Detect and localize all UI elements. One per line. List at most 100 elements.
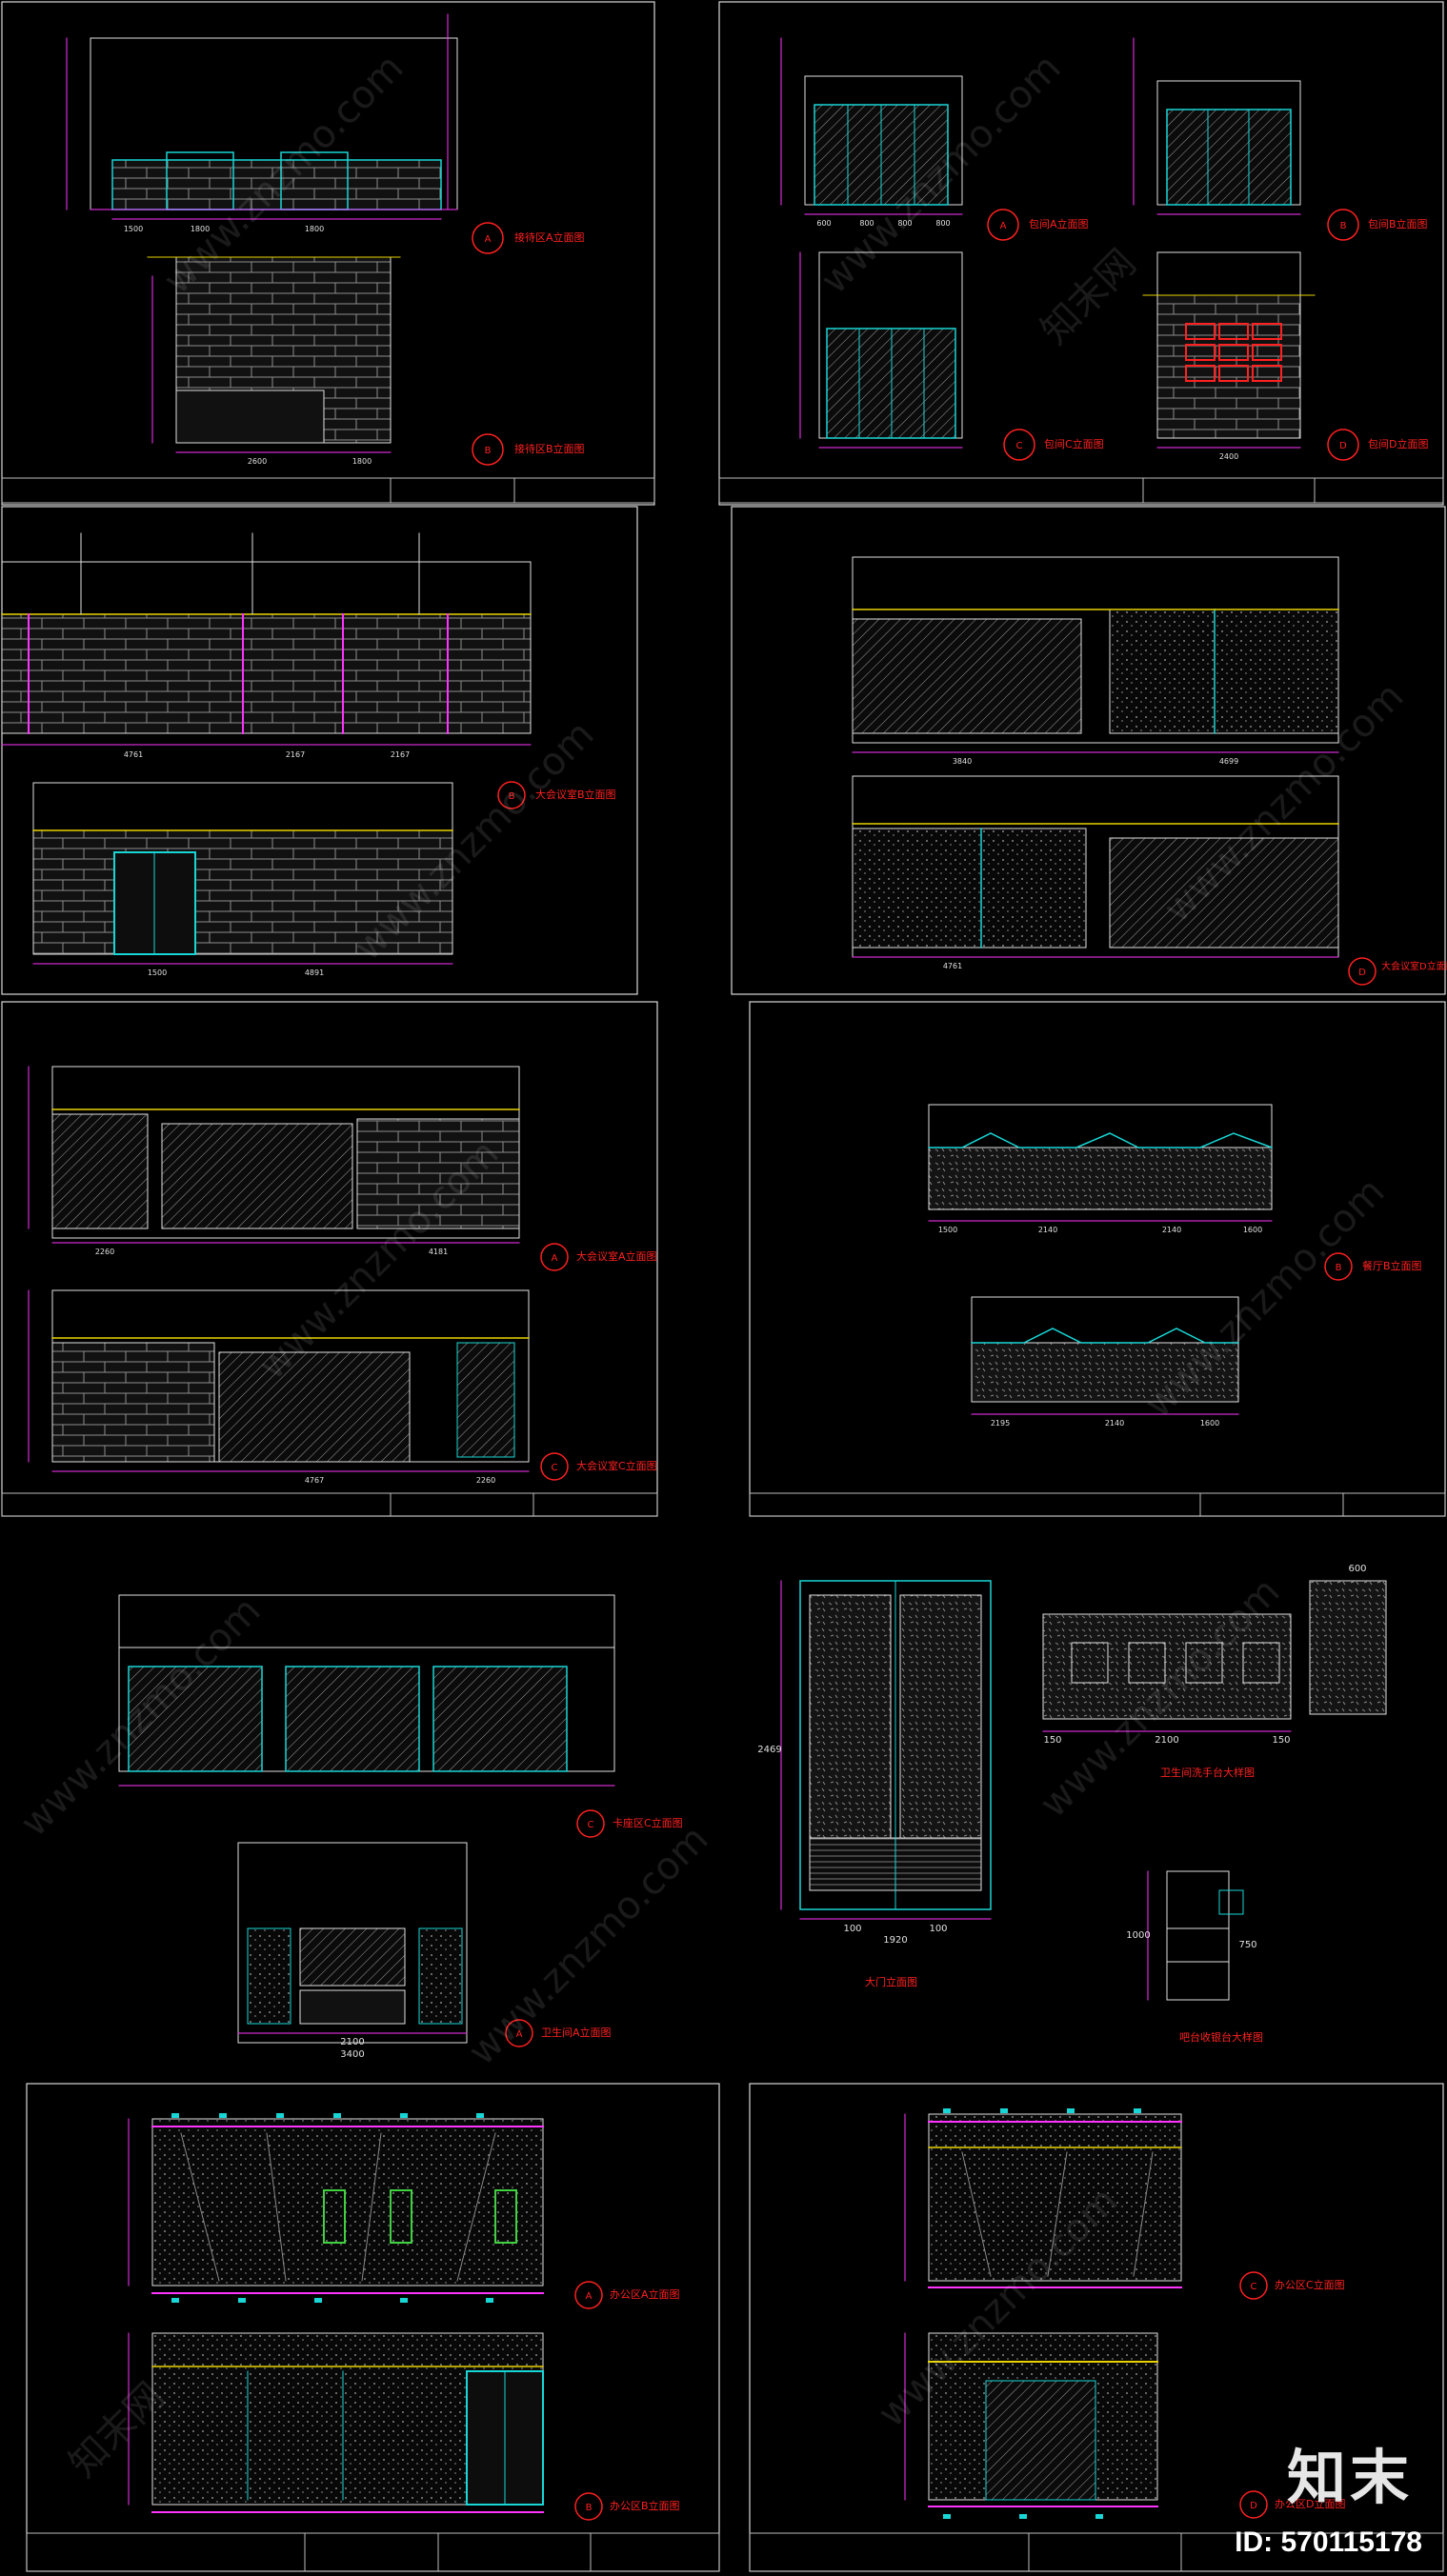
dim-label: 2400 bbox=[1219, 452, 1238, 461]
section-tag: A bbox=[485, 234, 492, 245]
drawing-title: 接待区A立面图 bbox=[514, 230, 585, 244]
dim-label: 2195 bbox=[991, 1419, 1010, 1428]
dim-label: 2600 bbox=[248, 457, 267, 466]
section-tag: B bbox=[1336, 1263, 1342, 1273]
dim-label: 800 bbox=[935, 219, 950, 228]
dim-label: 100 bbox=[843, 1924, 861, 1934]
section-tag: A bbox=[516, 2029, 523, 2040]
dim-label: 2140 bbox=[1038, 1226, 1057, 1234]
section-tag: C bbox=[552, 1463, 558, 1473]
dim-label: 1800 bbox=[191, 225, 210, 233]
dim-label: 2100 bbox=[340, 2037, 364, 2047]
drawing-title: 大门立面图 bbox=[865, 1975, 917, 1988]
drawing-title: 包间A立面图 bbox=[1029, 217, 1089, 230]
section-tag: C bbox=[588, 1820, 594, 1830]
elevation-office-d bbox=[904, 2332, 1158, 2507]
brand-logo: 知末 bbox=[1286, 2443, 1413, 2512]
dim-label: 2140 bbox=[1105, 1419, 1124, 1428]
dim-label: 4699 bbox=[1219, 757, 1238, 766]
elevation-booth-c bbox=[118, 1594, 615, 1787]
drawing-title: 接待区B立面图 bbox=[514, 442, 585, 455]
section-tag-circle bbox=[1348, 957, 1377, 986]
elevation-meeting-room-d-upper bbox=[852, 556, 1339, 753]
drawing-title: 包间C立面图 bbox=[1044, 437, 1104, 450]
drawing-title: 办公区B立面图 bbox=[610, 2499, 680, 2512]
elevation-meeting-room-a bbox=[28, 1066, 520, 1244]
section-tag-circle bbox=[540, 1243, 569, 1271]
dim-label: 4891 bbox=[305, 968, 324, 977]
section-tag: A bbox=[1000, 221, 1007, 231]
section-tag: D bbox=[1339, 441, 1347, 451]
dim-label: 1800 bbox=[352, 457, 372, 466]
drawing-title: 卫生间A立面图 bbox=[541, 2026, 612, 2039]
elevation-restaurant-b-upper bbox=[928, 1104, 1273, 1222]
drawing-title: 办公区D立面图 bbox=[1275, 2497, 1345, 2510]
section-tag: B bbox=[509, 791, 515, 802]
section-tag-circle bbox=[574, 2492, 603, 2521]
elevation-meeting-room-wall bbox=[1, 532, 532, 746]
section-tag: B bbox=[485, 446, 492, 456]
drawing-title: 大会议室B立面图 bbox=[535, 788, 616, 801]
dim-label: 1000 bbox=[1126, 1930, 1150, 1941]
dim-label: 1600 bbox=[1243, 1226, 1262, 1234]
drawing-title: 大会议室D立面图 bbox=[1381, 960, 1447, 972]
elevation-private-room-a bbox=[780, 37, 963, 215]
section-tag: B bbox=[586, 2503, 593, 2513]
dim-label: 100 bbox=[929, 1924, 947, 1934]
dim-label: 4761 bbox=[124, 750, 143, 759]
section-tag-circle bbox=[505, 2019, 533, 2047]
section-tag-circle bbox=[1239, 2490, 1268, 2519]
dim-label: 4181 bbox=[429, 1248, 448, 1256]
section-tag-circle bbox=[574, 2281, 603, 2309]
elevation-reception-b bbox=[147, 256, 401, 453]
dimension-labels: 1500 1800 1800 2600 1800 600 800 800 800… bbox=[95, 219, 1367, 2060]
dim-label: 1920 bbox=[883, 1935, 907, 1946]
section-tag-circle bbox=[540, 1452, 569, 1481]
section-tag-circle bbox=[1239, 2271, 1268, 2300]
drawing-title: 吧台收银台大样图 bbox=[1179, 2030, 1263, 2044]
section-tag-circle bbox=[1327, 209, 1359, 241]
dim-label: 1800 bbox=[305, 225, 324, 233]
dim-label: 2140 bbox=[1162, 1226, 1181, 1234]
section-tag-circle bbox=[576, 1809, 605, 1838]
elevation-private-room-b bbox=[1133, 37, 1301, 215]
section-tag-circle bbox=[472, 222, 504, 254]
detail-bar-counter bbox=[1147, 1870, 1244, 2001]
dim-label: 2260 bbox=[476, 1476, 495, 1485]
drawing-title: 包间D立面图 bbox=[1368, 437, 1428, 450]
dim-label: 3400 bbox=[340, 2049, 364, 2060]
elevation-meeting-room-b bbox=[32, 782, 453, 965]
section-tag: C bbox=[1251, 2282, 1257, 2292]
elevation-private-room-c bbox=[799, 251, 963, 449]
elevation-office-b bbox=[128, 2332, 544, 2513]
dim-label: 1600 bbox=[1200, 1419, 1219, 1428]
drawing-title: 大会议室A立面图 bbox=[576, 1249, 657, 1263]
section-tag: A bbox=[586, 2291, 593, 2302]
section-tag-circle bbox=[1003, 429, 1035, 461]
dim-label: 600 bbox=[1348, 1564, 1366, 1574]
dim-label: 2167 bbox=[391, 750, 410, 759]
dim-label: 2260 bbox=[95, 1248, 114, 1256]
section-tag: C bbox=[1016, 441, 1023, 451]
section-tag: D bbox=[1358, 968, 1366, 978]
dim-label: 1500 bbox=[148, 968, 167, 977]
dim-label: 2167 bbox=[286, 750, 305, 759]
drawing-title: 卫生间洗手台大样图 bbox=[1160, 1766, 1255, 1779]
section-tag: A bbox=[552, 1253, 558, 1264]
image-id-label: ID: 570115178 bbox=[1235, 2526, 1422, 2558]
elevation-private-room-d bbox=[1142, 251, 1316, 449]
elevation-main-gate bbox=[780, 1580, 992, 1920]
dim-label: 4767 bbox=[305, 1476, 324, 1485]
elevation-reception-a bbox=[66, 13, 458, 220]
elevation-office-c bbox=[904, 2113, 1182, 2288]
dim-label: 800 bbox=[897, 219, 912, 228]
drawing-title: 大会议室C立面图 bbox=[576, 1459, 657, 1472]
section-tag-circle bbox=[987, 209, 1019, 241]
detail-toilet-vanity bbox=[1042, 1580, 1387, 1732]
drawing-title: 包间B立面图 bbox=[1368, 217, 1428, 230]
section-tag: D bbox=[1250, 2501, 1257, 2511]
dim-label: 3840 bbox=[953, 757, 972, 766]
elevation-office-a bbox=[128, 2118, 544, 2294]
drawing-title: 卡座区C立面图 bbox=[613, 1816, 683, 1829]
